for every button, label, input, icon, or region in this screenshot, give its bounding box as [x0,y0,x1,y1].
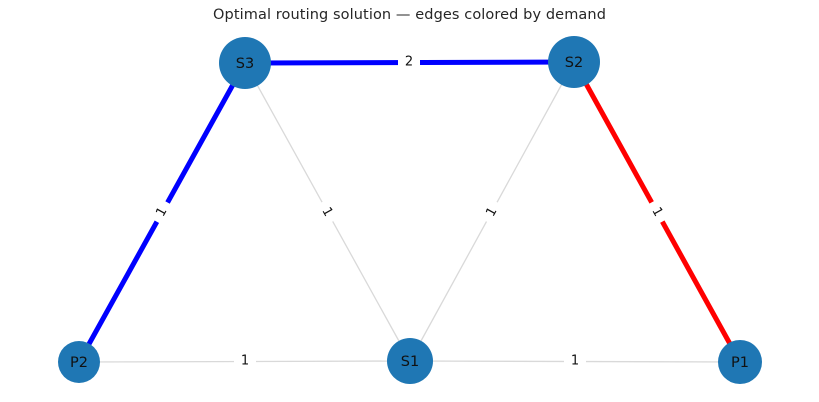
edge-label-text: 2 [405,55,413,70]
page-title: Optimal routing solution — edges colored… [213,7,606,23]
edge-label-background [148,198,176,226]
node-label: P1 [731,355,749,371]
graph-node-s2[interactable]: S2 [548,36,600,88]
edge-label: 1 [564,352,586,370]
node-circle[interactable] [219,37,271,89]
graph-node-s3[interactable]: S3 [219,37,271,89]
node-circle[interactable] [387,338,433,384]
edge-label: 1 [643,198,671,226]
node-label: S2 [565,55,583,71]
edge-label: 1 [478,198,506,226]
node-circle[interactable] [548,36,600,88]
edge-label: 2 [398,53,420,71]
node-label: S3 [236,56,254,72]
node-circle[interactable] [58,341,100,383]
edge-label: 1 [313,198,341,226]
edge-label-background [313,198,341,226]
edge-label: 1 [148,198,176,226]
edge-label-background [564,352,586,370]
edge-label-background [643,198,671,226]
node-circle[interactable] [718,340,762,384]
edge-labels-layer: 2 1 1 1 1 1 1 [148,53,671,370]
node-label: P2 [70,355,88,371]
edge-label-background [478,198,506,226]
edges-layer [76,59,743,365]
edge-label-text: 1 [571,354,579,369]
edge-label-background [398,53,420,71]
graph-node-p2[interactable]: P2 [58,341,100,383]
node-label: S1 [401,354,419,370]
edge-label-text: 1 [241,354,249,369]
edge-label-background [234,352,256,370]
graph-node-s1[interactable]: S1 [387,338,433,384]
edge-label: 1 [234,352,256,370]
graph-node-p1[interactable]: P1 [718,340,762,384]
